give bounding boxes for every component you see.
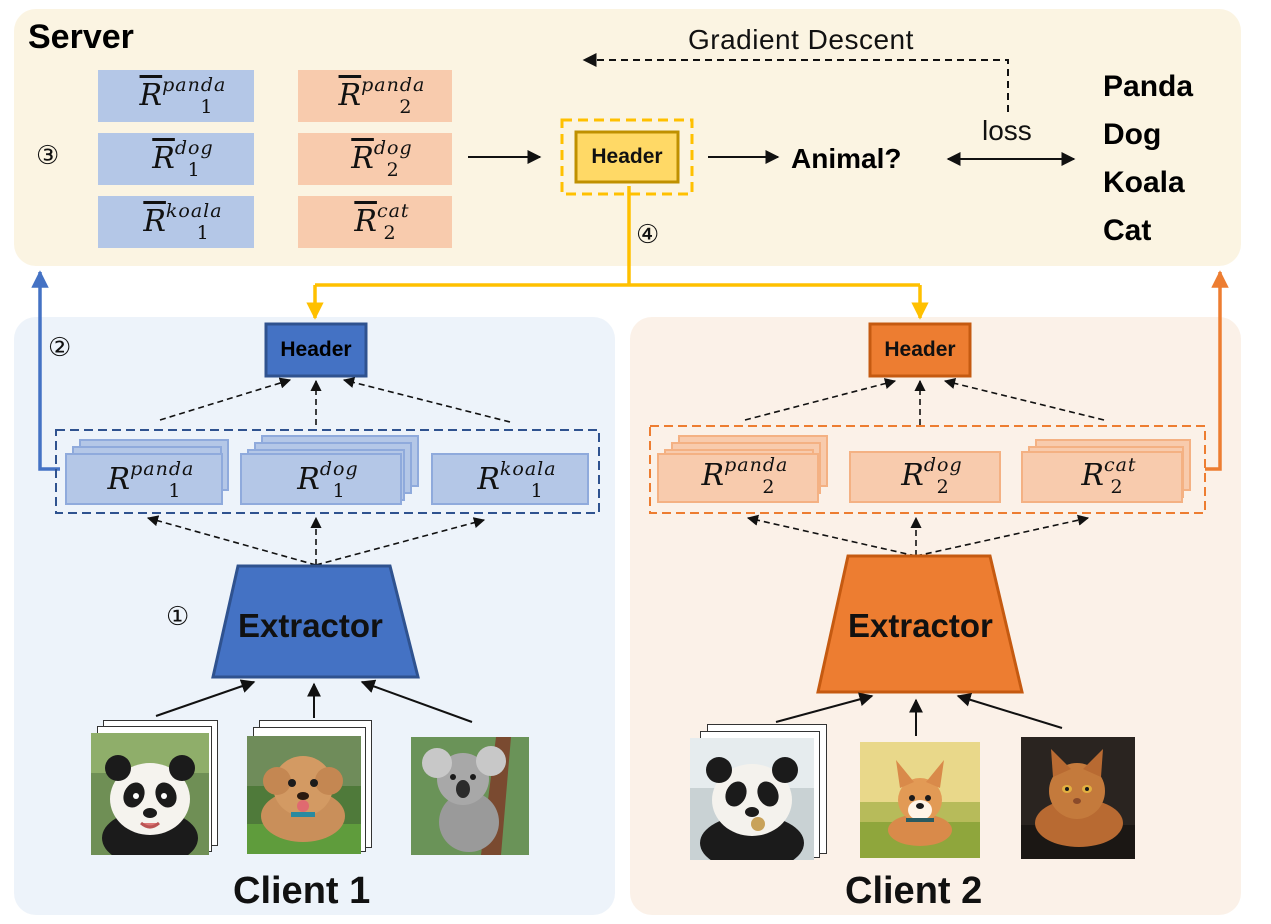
c2-rep-to-header-arrow-1 bbox=[744, 378, 897, 421]
client2-rep-cat: Rcat2 bbox=[1081, 454, 1137, 498]
server-step-number: ③ bbox=[36, 141, 60, 171]
client1-upload-arrow bbox=[31, 270, 60, 471]
koala-icon bbox=[411, 737, 529, 855]
c2-rep-to-header-arrow-3 bbox=[943, 377, 1105, 421]
server-rep-c2-panda: Rpanda2 bbox=[338, 74, 426, 118]
client1-rep-panda: Rpanda1 bbox=[107, 458, 195, 502]
server-rep-c2-dog: Rdog2 bbox=[351, 137, 413, 181]
client2-rep-stack-panda bbox=[657, 435, 828, 503]
server-header-label: Header bbox=[591, 145, 663, 168]
server-title: Server bbox=[28, 18, 134, 56]
client1-title: Client 1 bbox=[233, 870, 371, 912]
c2-image-arrow-cat bbox=[956, 693, 1063, 729]
panda-icon bbox=[91, 733, 209, 866]
class-label-cat: Cat bbox=[1103, 214, 1152, 247]
client1-extract-step: ① bbox=[166, 602, 190, 632]
client1-rep-stack-dog bbox=[240, 435, 419, 505]
client2-reps-dashed-frame bbox=[649, 425, 1206, 514]
server-output-label: Animal? bbox=[791, 143, 902, 174]
client1-header-label: Header bbox=[280, 338, 352, 361]
server-header-dashed-frame bbox=[560, 118, 694, 196]
client1-rep-stack-panda bbox=[65, 439, 229, 505]
c1-extract-arrow-3 bbox=[315, 517, 486, 566]
class-label-dog: Dog bbox=[1103, 118, 1162, 151]
client2-rep-box-dog bbox=[849, 451, 1001, 503]
client2-image-cat bbox=[1021, 737, 1135, 859]
server-rep-box-c1-koala bbox=[98, 196, 254, 248]
c1-rep-to-header-arrow-1 bbox=[159, 377, 292, 421]
panda-icon-2 bbox=[690, 738, 814, 871]
server-rep-box-c1-dog bbox=[98, 133, 254, 185]
client1-rep-box-koala bbox=[431, 453, 589, 505]
client2-upload-arrow bbox=[1205, 270, 1229, 471]
client2-image-panda bbox=[690, 738, 814, 871]
client1-extractor-label: Extractor bbox=[238, 607, 383, 644]
server-rep-box-c2-dog bbox=[298, 133, 452, 185]
class-label-koala: Koala bbox=[1103, 166, 1185, 199]
c2-image-arrow-panda bbox=[775, 692, 874, 723]
server-rep-c1-panda: Rpanda1 bbox=[139, 74, 227, 118]
class-label-panda: Panda bbox=[1103, 70, 1194, 103]
server-rep-c1-koala: Rkoala1 bbox=[143, 200, 223, 244]
dog-icon bbox=[247, 736, 361, 854]
c1-image-arrow-panda bbox=[155, 679, 256, 717]
gradient-descent-arrow bbox=[582, 53, 1009, 112]
server-rep-c1-dog: Rdog1 bbox=[152, 137, 214, 181]
c1-image-arrow-koala bbox=[360, 679, 473, 723]
broadcast-line bbox=[315, 186, 920, 287]
client2-image-corgi bbox=[860, 742, 980, 858]
client2-rep-panda: Rpanda2 bbox=[701, 454, 789, 498]
client2-header-label: Header bbox=[884, 338, 956, 361]
c1-extract-arrow-1 bbox=[146, 515, 317, 566]
client1-header-box bbox=[264, 322, 368, 378]
client1-upload-step: ② bbox=[48, 333, 72, 363]
client2-rep-stack-cat bbox=[1021, 439, 1191, 503]
broadcast-step-number: ④ bbox=[636, 220, 660, 250]
cat-icon bbox=[1021, 737, 1135, 859]
c2-extract-arrow-1 bbox=[746, 514, 917, 557]
client2-rep-dog: Rdog2 bbox=[901, 454, 963, 498]
loss-label: loss bbox=[982, 115, 1032, 146]
client1-extractor bbox=[211, 564, 420, 679]
client1-image-koala bbox=[411, 737, 529, 855]
corgi-icon bbox=[860, 742, 980, 858]
gradient-descent-label: Gradient Descent bbox=[688, 24, 914, 55]
server-rep-box-c2-panda bbox=[298, 70, 452, 122]
server-header-box bbox=[574, 130, 680, 184]
client2-header-box bbox=[868, 322, 972, 378]
server-rep-box-c2-cat bbox=[298, 196, 452, 248]
client2-title: Client 2 bbox=[845, 870, 983, 912]
server-rep-c2-cat: Rcat2 bbox=[354, 200, 410, 244]
client1-rep-dog: Rdog1 bbox=[297, 458, 359, 502]
client1-image-panda bbox=[91, 733, 209, 866]
server-rep-box-c1-panda bbox=[98, 70, 254, 122]
client2-extractor bbox=[816, 554, 1024, 694]
client1-reps-dashed-frame bbox=[55, 429, 600, 514]
c1-rep-to-header-arrow-3 bbox=[342, 377, 511, 423]
client1-image-dog bbox=[247, 736, 361, 854]
client2-extractor-label: Extractor bbox=[848, 607, 993, 644]
client1-rep-koala: Rkoala1 bbox=[477, 458, 557, 502]
